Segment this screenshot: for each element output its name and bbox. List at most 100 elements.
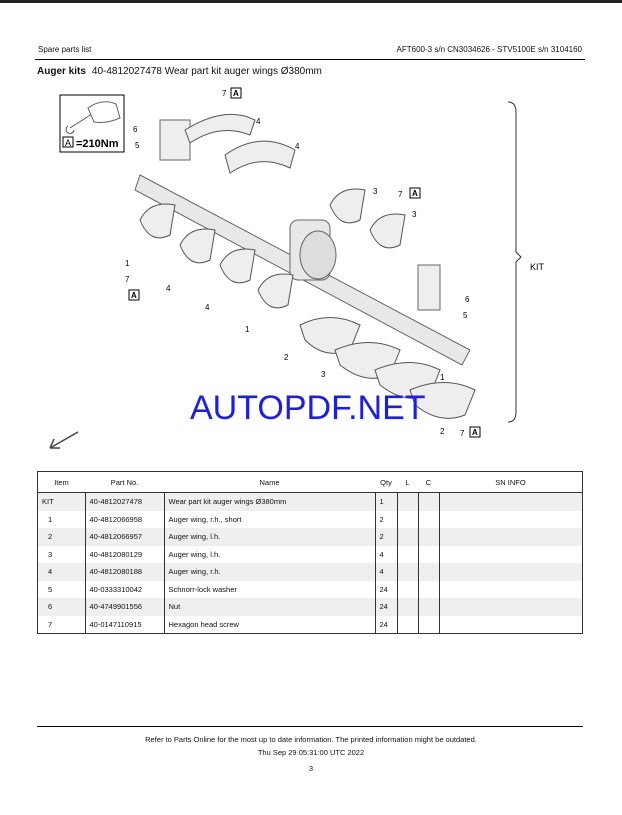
col-item: Item: [37, 471, 85, 493]
cell-sn-info: [438, 615, 583, 634]
cell-c: [417, 492, 439, 511]
auger-shaft: [134, 119, 471, 366]
cell-l: [396, 580, 418, 598]
footer-date: Thu Sep 29 05:31:00 UTC 2022: [257, 748, 365, 757]
callout: 2: [440, 427, 445, 436]
callout: 4: [166, 284, 171, 293]
hand-icon: [87, 101, 121, 123]
callout: 6: [465, 295, 470, 304]
cell-qty: 24: [374, 598, 397, 616]
footer-divider: [37, 726, 583, 727]
header-doc-type: Spare parts list: [38, 45, 92, 54]
cell-sn-info: [438, 492, 583, 511]
callout: 2: [284, 353, 289, 362]
callout-ref: A: [472, 428, 478, 437]
cell-item: 6: [37, 598, 85, 616]
callout: 7: [125, 275, 130, 284]
cell-l: [396, 615, 418, 634]
cell-qty: 24: [374, 615, 397, 634]
col-sn-info: SN INFO: [439, 471, 583, 493]
cell-name: Auger wing, l.h.: [163, 545, 375, 563]
cell-l: [396, 563, 418, 581]
page-title: Auger kits 40-4812027478 Wear part kit au…: [37, 66, 322, 77]
cell-item: 3: [48, 549, 53, 559]
header-machine: AFT600-3 s/n CN3034626 - STV5100E s/n 31…: [396, 45, 582, 54]
cell-l: [396, 510, 418, 528]
callout: 3: [321, 370, 326, 379]
col-qty: Qty: [375, 471, 397, 493]
table-header: Item Part No. Name Qty L C SN INFO: [37, 471, 583, 493]
cell-part-no: 40-4749901556: [84, 598, 164, 616]
callout-ref: A: [131, 291, 137, 300]
kit-bracket: [507, 101, 522, 423]
top-bar: [0, 0, 622, 3]
cell-c: [417, 615, 439, 634]
cell-sn-info: [438, 598, 583, 616]
torque-value: =210Nm: [76, 138, 119, 150]
cell-part-no: 40-4812066958: [84, 510, 164, 528]
cell-part-no: 40-4812080188: [84, 563, 164, 581]
callout: 4: [256, 117, 261, 126]
cell-item: KIT: [37, 492, 85, 511]
cell-item: 5: [48, 584, 53, 594]
callout: 3: [373, 187, 378, 196]
callout: 4: [205, 303, 210, 312]
cell-sn-info: [438, 545, 583, 563]
kit-label: KIT: [530, 262, 545, 272]
cell-part-no: 40-4812066957: [84, 528, 164, 546]
cell-l: [396, 598, 418, 616]
callout: 5: [463, 311, 468, 320]
kit-title: 40-4812027478 Wear part kit auger wings …: [91, 66, 322, 77]
cell-qty: 4: [374, 563, 397, 581]
cell-c: [417, 528, 439, 546]
callout-ref: A: [412, 189, 418, 198]
cell-c: [417, 510, 439, 528]
cell-qty: 4: [374, 545, 397, 563]
cell-part-no: 40-0333310042: [84, 580, 164, 598]
callout: 7: [460, 429, 465, 438]
col-name: Name: [164, 471, 375, 493]
cell-l: [396, 492, 418, 511]
cell-c: [417, 580, 439, 598]
cell-name: Nut: [163, 598, 375, 616]
cell-item: 1: [48, 514, 53, 524]
cell-part-no: 40-4812080129: [84, 545, 164, 563]
cell-sn-info: [438, 563, 583, 581]
callout: 6: [133, 125, 138, 134]
torque-ref: A: [65, 138, 71, 148]
page-number: 3: [308, 764, 314, 773]
callout-ref: A: [233, 89, 239, 98]
cell-sn-info: [438, 528, 583, 546]
callout: 7: [222, 89, 227, 98]
cell-c: [417, 563, 439, 581]
callout: 4: [295, 142, 300, 151]
cell-c: [417, 545, 439, 563]
cell-part-no: 40-4812027478: [84, 492, 164, 511]
section-title: Auger kits: [37, 66, 86, 77]
cell-name: Auger wing, l.h.: [163, 528, 375, 546]
cell-item: 4: [37, 563, 85, 581]
exploded-diagram: A =210Nm KIT 7 A 4: [49, 87, 545, 449]
cell-item: 7: [48, 619, 53, 629]
cell-name: Hexagon head screw: [163, 615, 375, 634]
callout: 3: [412, 210, 417, 219]
cell-qty: 24: [374, 580, 397, 598]
callout: 1: [125, 259, 130, 268]
cell-qty: 2: [374, 510, 397, 528]
auger-wings: [139, 113, 476, 419]
cell-l: [396, 545, 418, 563]
cell-qty: 1: [374, 492, 397, 511]
torque-box: A =210Nm: [59, 94, 125, 153]
cell-item: 2: [37, 528, 85, 546]
cell-sn-info: [438, 510, 583, 528]
cell-qty: 2: [374, 528, 397, 546]
cell-l: [396, 528, 418, 546]
col-part-no: Part No.: [85, 471, 164, 493]
